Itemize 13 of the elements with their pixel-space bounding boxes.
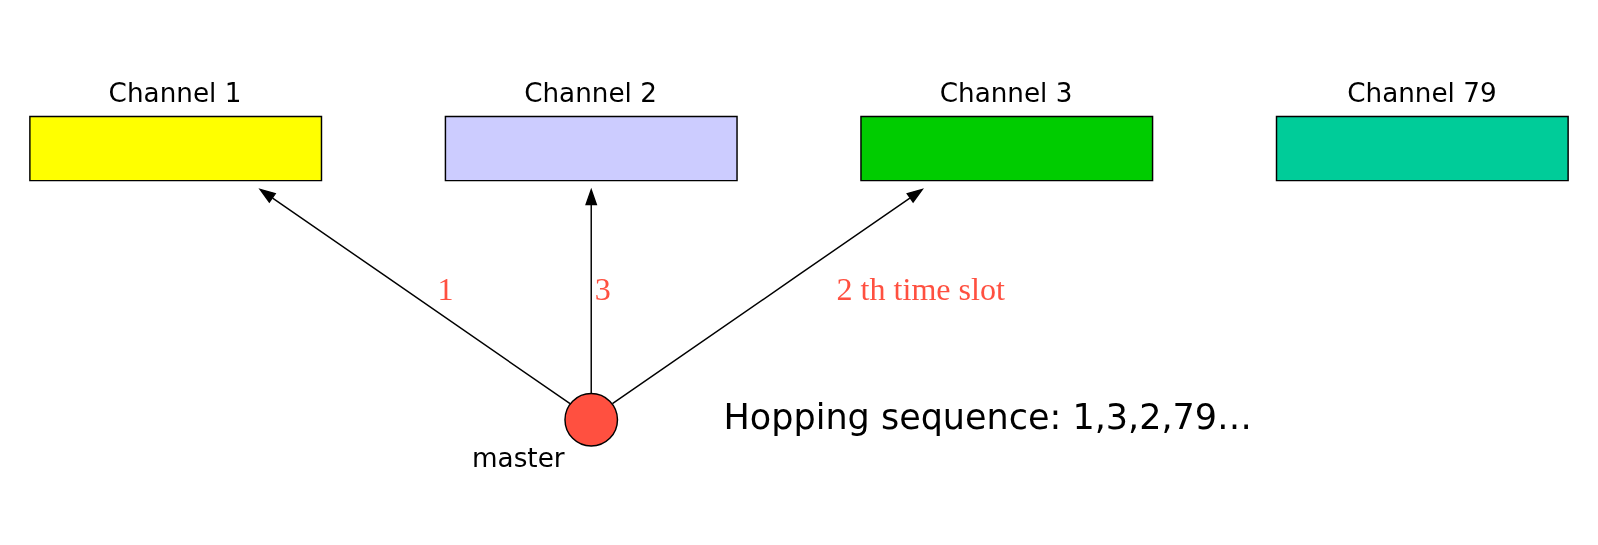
label: Hopping sequence: 1,3,2,79… [723,396,1253,437]
node-label: Channel 1 [108,78,242,109]
arrow [585,187,598,395]
arrow [258,188,571,405]
node-circle [564,392,619,447]
arrow [611,188,924,405]
edge-label: 1 [437,270,454,307]
edge-label: 3 [594,270,611,307]
node-label: Channel 2 [524,78,657,109]
node-label: Channel 79 [1347,78,1497,109]
node-label: master [472,443,565,473]
edge-label: 2 th time slot [836,270,1005,307]
node-label: Channel 3 [939,78,1073,109]
